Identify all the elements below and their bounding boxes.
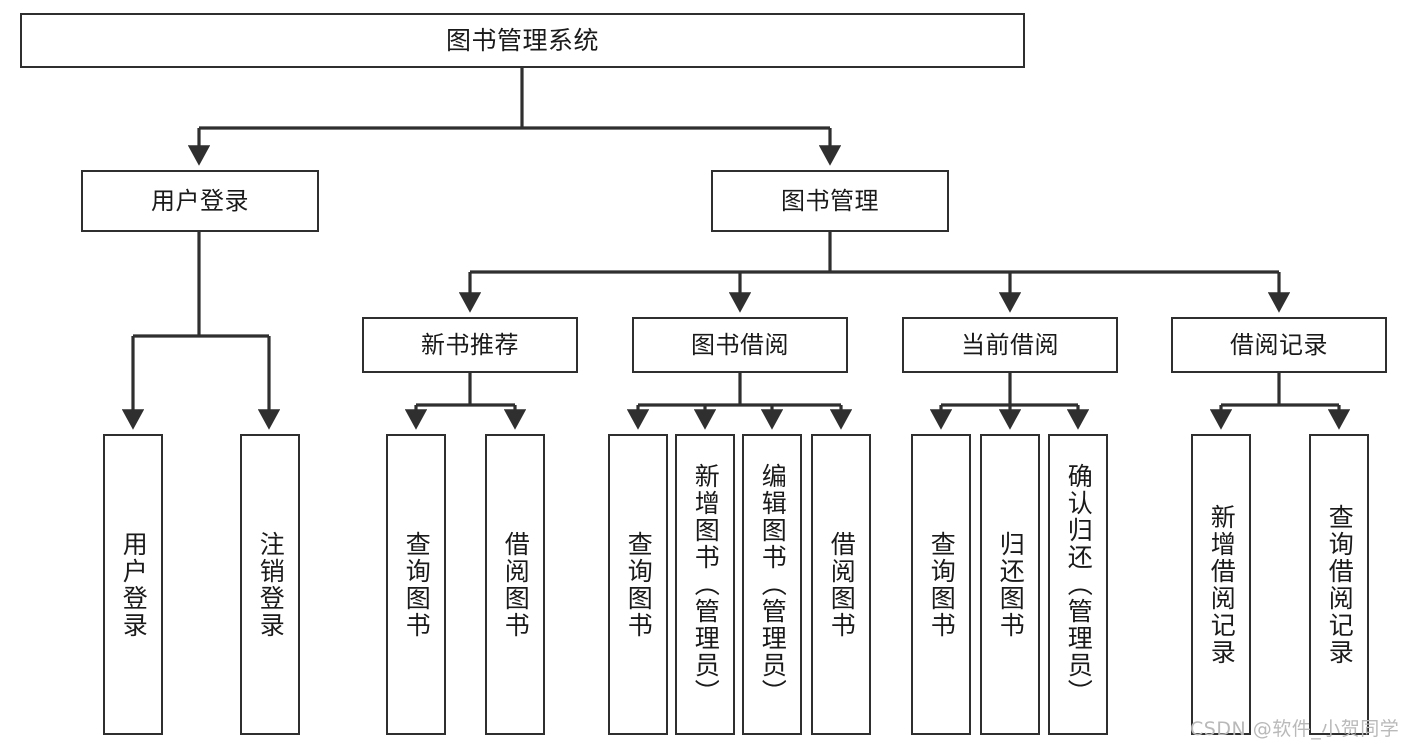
node-leaf-borrow-book-1[interactable]: 借阅图书 <box>485 434 545 735</box>
node-new-book-recommend[interactable]: 新书推荐 <box>362 317 578 373</box>
node-leaf-logout-login-label: 注销登录 <box>256 530 286 639</box>
node-leaf-add-borrow-record[interactable]: 新增借阅记录 <box>1191 434 1251 735</box>
node-leaf-return-book[interactable]: 归还图书 <box>980 434 1040 735</box>
node-root-label: 图书管理系统 <box>445 25 599 55</box>
node-leaf-query-borrow-record[interactable]: 查询借阅记录 <box>1309 434 1369 735</box>
node-leaf-query-book-2[interactable]: 查询图书 <box>608 434 668 735</box>
node-user-login-label: 用户登录 <box>151 186 249 215</box>
node-leaf-return-book-label: 归还图书 <box>996 530 1026 639</box>
node-leaf-edit-book[interactable]: 编辑图书（管理员） <box>742 434 802 735</box>
node-new-book-recommend-label: 新书推荐 <box>421 330 519 359</box>
node-leaf-borrow-book-1-label: 借阅图书 <box>501 530 531 639</box>
node-leaf-query-book-2-label: 查询图书 <box>624 530 654 639</box>
node-user-login[interactable]: 用户登录 <box>81 170 319 232</box>
node-leaf-query-book-1[interactable]: 查询图书 <box>386 434 446 735</box>
node-leaf-query-book-1-label: 查询图书 <box>402 530 432 639</box>
node-leaf-user-login[interactable]: 用户登录 <box>103 434 163 735</box>
node-leaf-query-book-3[interactable]: 查询图书 <box>911 434 971 735</box>
csdn-watermark: CSDN @软件_小贺同学 <box>1190 718 1400 740</box>
node-leaf-borrow-book-2-label: 借阅图书 <box>827 530 857 639</box>
node-root[interactable]: 图书管理系统 <box>20 13 1025 68</box>
node-current-borrow[interactable]: 当前借阅 <box>902 317 1118 373</box>
node-leaf-logout-login[interactable]: 注销登录 <box>240 434 300 735</box>
node-leaf-add-borrow-record-label: 新增借阅记录 <box>1207 503 1237 666</box>
node-borrow-record[interactable]: 借阅记录 <box>1171 317 1387 373</box>
node-current-borrow-label: 当前借阅 <box>961 330 1059 359</box>
node-leaf-add-book-label: 新增图书（管理员） <box>691 463 721 706</box>
node-book-management[interactable]: 图书管理 <box>711 170 949 232</box>
node-borrow-record-label: 借阅记录 <box>1230 330 1328 359</box>
node-book-management-label: 图书管理 <box>781 186 879 215</box>
node-book-borrow-label: 图书借阅 <box>691 330 789 359</box>
node-leaf-user-login-label: 用户登录 <box>119 530 149 639</box>
node-leaf-confirm-return-label: 确认归还（管理员） <box>1064 463 1094 706</box>
node-leaf-confirm-return[interactable]: 确认归还（管理员） <box>1048 434 1108 735</box>
node-leaf-query-borrow-record-label: 查询借阅记录 <box>1325 503 1355 666</box>
node-leaf-add-book[interactable]: 新增图书（管理员） <box>675 434 735 735</box>
node-leaf-edit-book-label: 编辑图书（管理员） <box>758 463 788 706</box>
node-leaf-query-book-3-label: 查询图书 <box>927 530 957 639</box>
node-book-borrow[interactable]: 图书借阅 <box>632 317 848 373</box>
node-leaf-borrow-book-2[interactable]: 借阅图书 <box>811 434 871 735</box>
